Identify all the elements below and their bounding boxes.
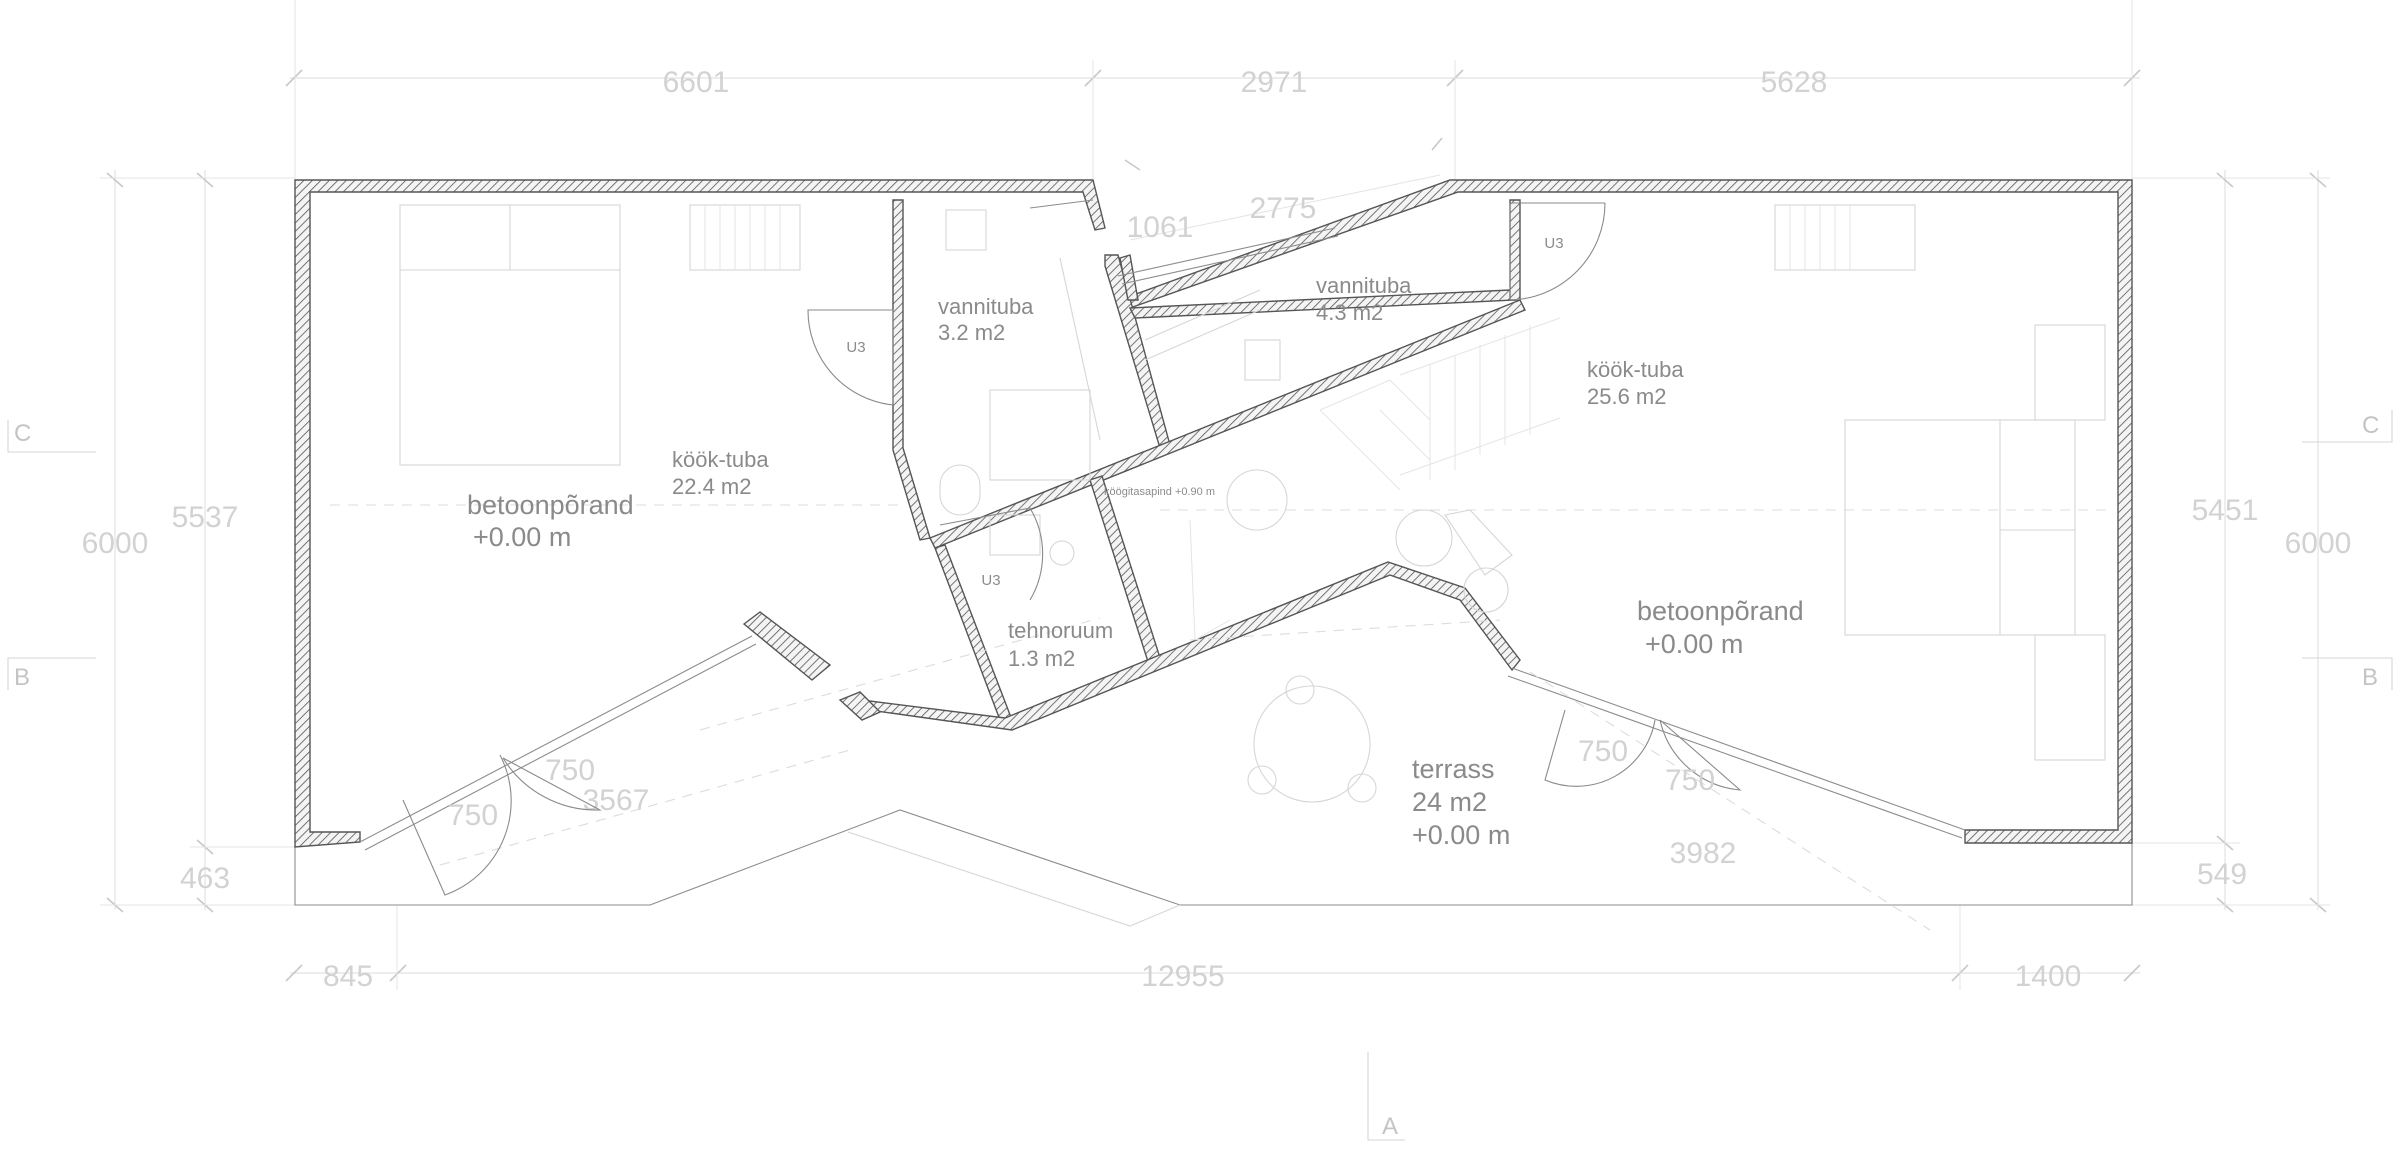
- door-width-750-d: 750: [1665, 764, 1715, 797]
- dim-top-6601: 6601: [663, 66, 730, 99]
- section-c-left: C: [14, 420, 31, 447]
- kitchen-right-area: 25.6 m2: [1587, 384, 1667, 409]
- kitchen-left-name: köök-tuba: [672, 447, 769, 472]
- tech-room-name: tehnoruum: [1008, 618, 1113, 643]
- dimension-labels: 6601 2971 5628 845 12955 1400 6000 5537 …: [82, 66, 2352, 993]
- door-u3-left: U3: [846, 339, 865, 356]
- dim-left-6000: 6000: [82, 527, 149, 560]
- dim-bottom-845: 845: [323, 960, 373, 993]
- dim-bottom-1400: 1400: [2015, 960, 2082, 993]
- bath-left-name: vannituba: [938, 294, 1034, 319]
- counter-note: köögitasapind +0.90 m: [1104, 486, 1215, 498]
- dim-left-5537: 5537: [172, 501, 239, 534]
- dim-interior-1061: 1061: [1127, 211, 1194, 244]
- floor-right-level: +0.00 m: [1645, 629, 1743, 659]
- section-a: A: [1382, 1113, 1398, 1140]
- dim-right-549: 549: [2197, 858, 2247, 891]
- room-labels: betoonpõrand +0.00 m köök-tuba 22.4 m2 v…: [467, 273, 1804, 850]
- walls: [294, 179, 2133, 848]
- door-width-750-b: 750: [545, 754, 595, 787]
- section-markers: C B C B A: [7, 410, 2393, 1141]
- bath-right-name: vannituba: [1316, 273, 1412, 298]
- door-width-750-c: 750: [1578, 735, 1628, 768]
- dimension-lines: [100, 0, 2330, 990]
- doors: U3 U3 U3 750 750 750 750: [402, 202, 1742, 896]
- dim-top-5628: 5628: [1761, 66, 1828, 99]
- dim-interior-3982: 3982: [1670, 837, 1737, 870]
- furniture: [330, 204, 2110, 931]
- dim-right-5451: 5451: [2192, 494, 2259, 527]
- dim-interior-3567: 3567: [583, 784, 650, 817]
- building-outline: [294, 809, 2133, 927]
- floor-right-name: betoonpõrand: [1637, 596, 1804, 626]
- kitchen-right-name: köök-tuba: [1587, 357, 1684, 382]
- section-b-right: B: [2362, 664, 2378, 691]
- floor-left-name: betoonpõrand: [467, 490, 634, 520]
- floor-left-level: +0.00 m: [473, 522, 571, 552]
- glazing: [359, 199, 1966, 851]
- terrace-area: 24 m2: [1412, 787, 1487, 817]
- bath-left-area: 3.2 m2: [938, 320, 1005, 345]
- dim-left-463: 463: [180, 862, 230, 895]
- door-u3-tech: U3: [981, 572, 1000, 589]
- dim-interior-2775: 2775: [1250, 192, 1317, 225]
- terrace-name: terrass: [1412, 754, 1495, 784]
- section-c-right: C: [2362, 412, 2379, 439]
- dim-right-6000: 6000: [2285, 527, 2352, 560]
- tech-room-area: 1.3 m2: [1008, 646, 1075, 671]
- bath-right-area: 4.3 m2: [1316, 300, 1383, 325]
- door-width-750-a: 750: [448, 799, 498, 832]
- dim-top-2971: 2971: [1241, 66, 1308, 99]
- terrace-level: +0.00 m: [1412, 820, 1510, 850]
- dim-bottom-12955: 12955: [1141, 960, 1224, 993]
- section-b-left: B: [14, 664, 30, 691]
- door-u3-right: U3: [1544, 235, 1563, 252]
- kitchen-left-area: 22.4 m2: [672, 474, 752, 499]
